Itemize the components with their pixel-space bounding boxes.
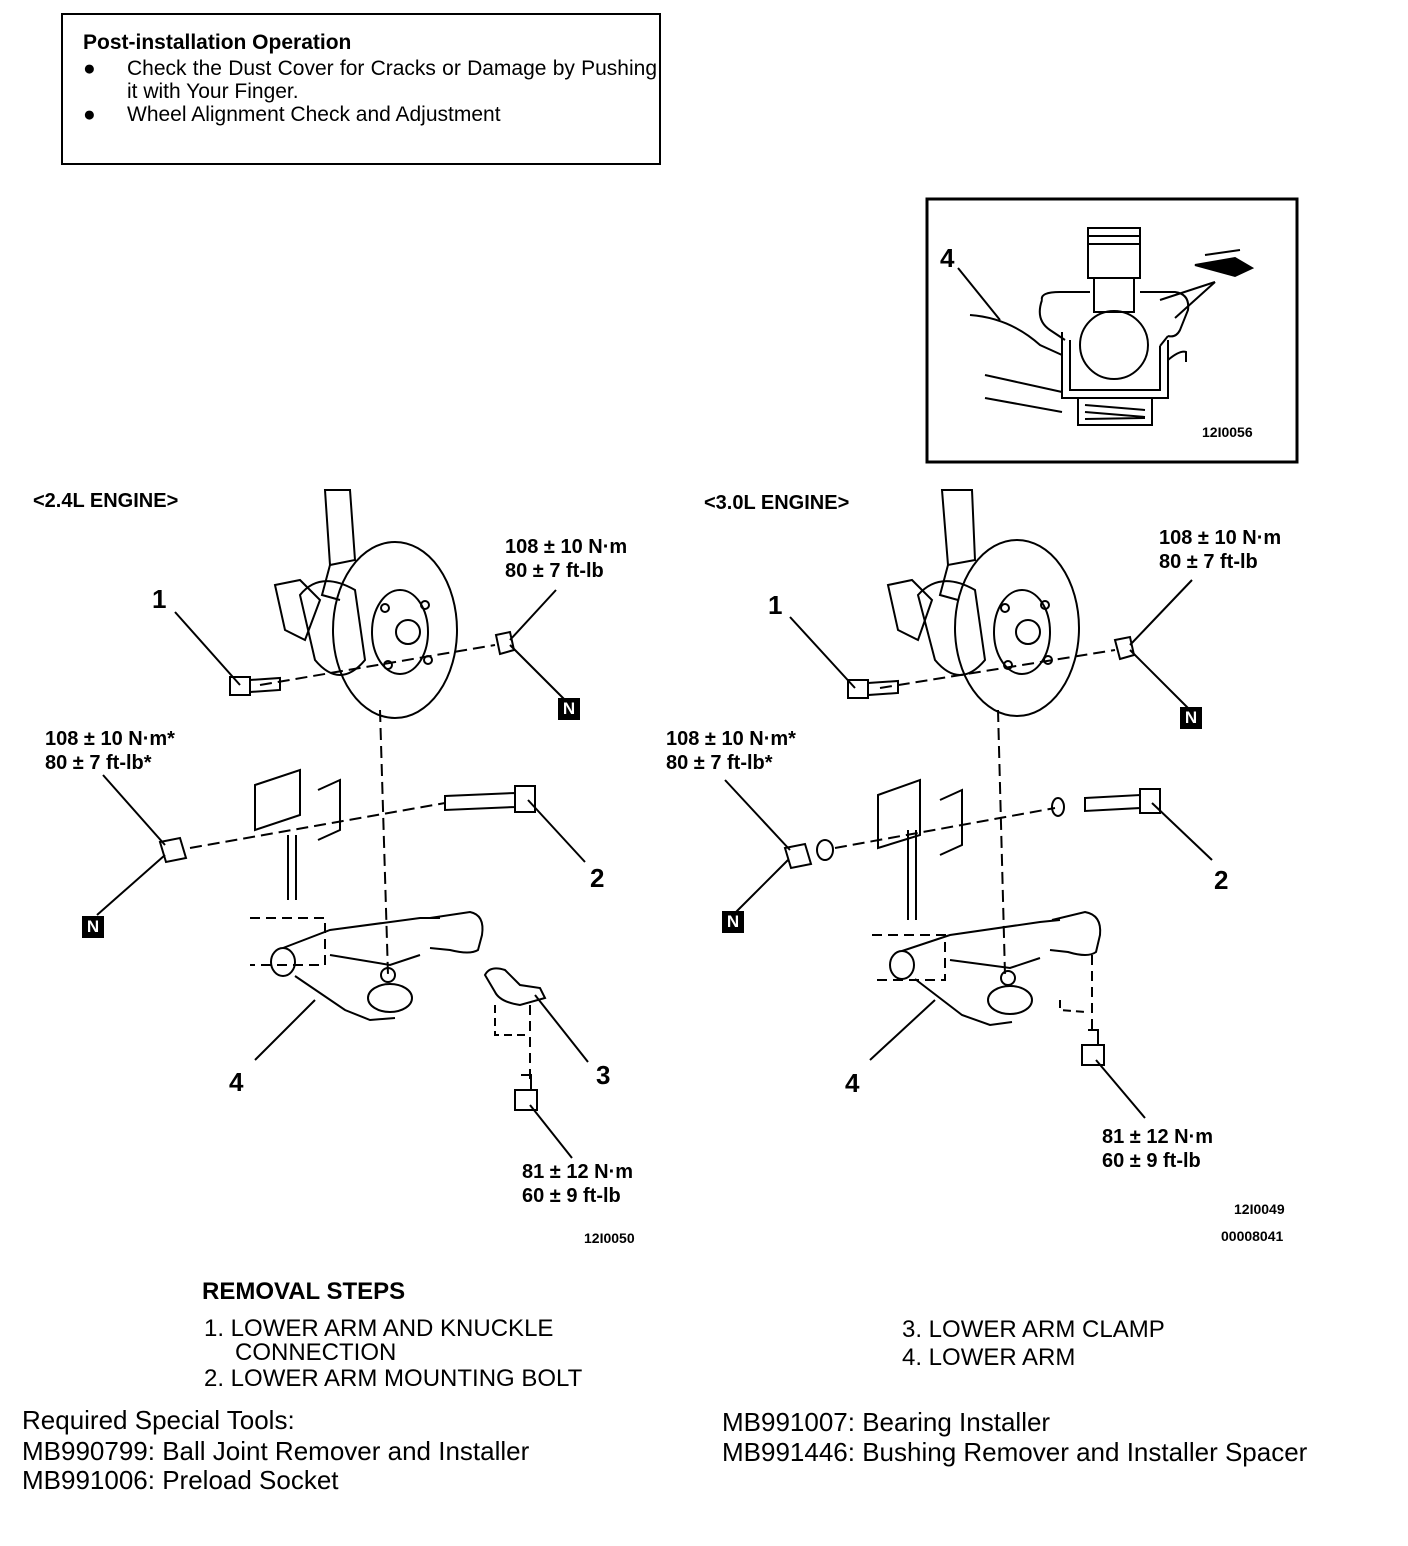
torque-nm: 108 ± 10 N·m [1159, 527, 1282, 549]
torque-ftlb: 80 ± 7 ft-lb [505, 560, 604, 582]
removal-step: 2. LOWER ARM MOUNTING BOLT [204, 1365, 583, 1392]
callout-4: 4 [229, 1067, 244, 1097]
removal-step: 1. LOWER ARM AND KNUCKLE [204, 1315, 554, 1342]
torque-ftlb: 60 ± 9 ft-lb [1102, 1150, 1201, 1172]
special-tool-item: MB991446: Bushing Remover and Installer … [722, 1437, 1308, 1467]
inset-callout-4: 4 [940, 243, 955, 273]
right-figure-id: 12I0049 [1234, 1201, 1285, 1217]
callout-2: 2 [1214, 865, 1229, 895]
new-part-badge: N [722, 911, 744, 933]
bullet: ● [83, 103, 96, 126]
right-exploded-view [724, 489, 1213, 1119]
new-part-badge: N [82, 916, 104, 938]
bullet: ● [83, 57, 96, 80]
special-tools-heading: Required Special Tools: [22, 1405, 295, 1435]
inset-figure-id: 12I0056 [1202, 424, 1253, 440]
callout-2: 2 [590, 863, 605, 893]
torque-spec-clamp-bolt: 81 ± 12 N·m 60 ± 9 ft-lb [522, 1160, 633, 1208]
figure-code: 00008041 [1221, 1228, 1284, 1244]
new-part-badge: N [558, 698, 580, 720]
special-tool-item: MB990799: Ball Joint Remover and Install… [22, 1436, 530, 1466]
torque-spec-mounting-nut: 108 ± 10 N·m* 80 ± 7 ft-lb* [45, 727, 175, 775]
left-exploded-view [96, 489, 589, 1159]
removal-steps-title: REMOVAL STEPS [202, 1278, 406, 1305]
new-part-badge: N [1180, 707, 1202, 729]
torque-ftlb: 60 ± 9 ft-lb [522, 1185, 621, 1207]
note-item-text: Check the Dust Cover for Cracks or Damag… [127, 57, 657, 103]
special-tool-item: MB991006: Preload Socket [22, 1465, 339, 1495]
torque-ftlb: 80 ± 7 ft-lb [1159, 551, 1258, 573]
torque-nm: 108 ± 10 N·m* [45, 728, 175, 750]
special-tool-item: MB991007: Bearing Installer [722, 1407, 1051, 1437]
torque-ftlb: 80 ± 7 ft-lb* [666, 752, 773, 774]
ball-joint-detail-inset [925, 197, 1299, 464]
torque-nm: 108 ± 10 N·m [505, 536, 628, 558]
removal-step-continued: CONNECTION [235, 1339, 397, 1366]
removal-step: 4. LOWER ARM [902, 1344, 1076, 1371]
torque-spec-arm-bolt: 81 ± 12 N·m 60 ± 9 ft-lb [1102, 1125, 1213, 1173]
note-item-text: Wheel Alignment Check and Adjustment [127, 103, 501, 126]
post-installation-note: Post-installation Operation ● Check the … [61, 13, 661, 165]
callout-3: 3 [596, 1060, 611, 1090]
torque-spec-knuckle-nut: 108 ± 10 N·m 80 ± 7 ft-lb [1159, 526, 1281, 574]
torque-spec-knuckle-nut: 108 ± 10 N·m 80 ± 7 ft-lb [505, 535, 627, 583]
torque-nm: 108 ± 10 N·m* [666, 728, 796, 750]
engine-label-2-4l: <2.4L ENGINE> [33, 490, 179, 512]
torque-ftlb: 80 ± 7 ft-lb* [45, 752, 152, 774]
callout-1: 1 [152, 584, 167, 614]
callout-1: 1 [768, 590, 783, 620]
removal-step: 3. LOWER ARM CLAMP [902, 1316, 1165, 1343]
engine-label-3-0l: <3.0L ENGINE> [704, 492, 850, 514]
torque-nm: 81 ± 12 N·m [1102, 1126, 1214, 1148]
note-title: Post-installation Operation [83, 31, 352, 54]
torque-spec-mounting-nut: 108 ± 10 N·m* 80 ± 7 ft-lb* [666, 727, 796, 775]
torque-nm: 81 ± 12 N·m [522, 1161, 634, 1183]
callout-4: 4 [845, 1068, 860, 1098]
left-figure-id: 12I0050 [584, 1230, 635, 1246]
